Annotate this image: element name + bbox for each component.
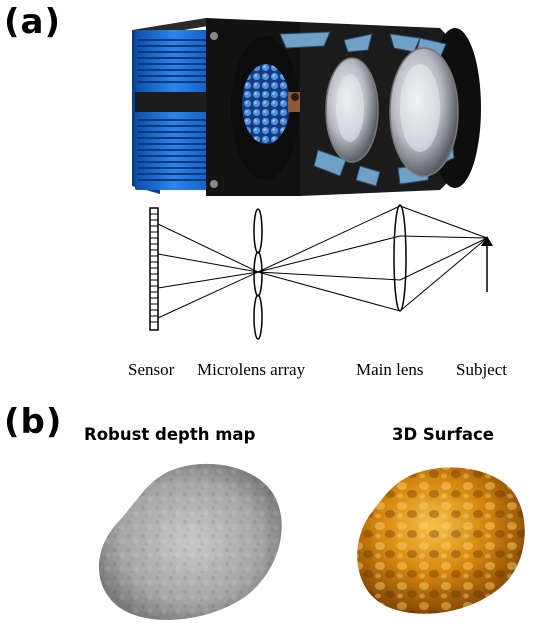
camera-band <box>135 92 213 112</box>
depth-map-title: Robust depth map <box>84 425 256 444</box>
panel-label-b: (b) <box>4 402 63 442</box>
surface-image <box>357 467 525 614</box>
sensor-strip <box>149 207 159 331</box>
lens-highlight <box>400 64 440 152</box>
surface-texture <box>357 467 525 614</box>
panel-label-a: (a) <box>4 2 62 42</box>
subject-arrowhead <box>481 236 493 246</box>
surface-title: 3D Surface <box>392 425 494 444</box>
depth-map-image <box>99 463 282 620</box>
microlens-grid <box>242 64 290 144</box>
main-lens-label: Main lens <box>356 360 424 379</box>
microlens-array-label: Microlens array <box>197 360 306 379</box>
sensor-pixels <box>150 213 158 323</box>
sensor-label: Sensor <box>128 360 175 379</box>
subject-head <box>291 93 299 101</box>
light-rays <box>157 205 488 319</box>
subject-label: Subject <box>456 360 507 379</box>
depth-map-texture <box>99 463 282 620</box>
ray-diagram <box>149 204 493 340</box>
heatsink-fins <box>137 39 210 181</box>
lens-highlight <box>336 74 364 142</box>
main-lens-symbol <box>393 204 407 312</box>
camera-illustration <box>132 18 481 196</box>
lens-mounts <box>279 31 455 187</box>
screw <box>210 180 218 188</box>
screw <box>210 32 218 40</box>
microlens-array-symbol <box>253 208 263 340</box>
